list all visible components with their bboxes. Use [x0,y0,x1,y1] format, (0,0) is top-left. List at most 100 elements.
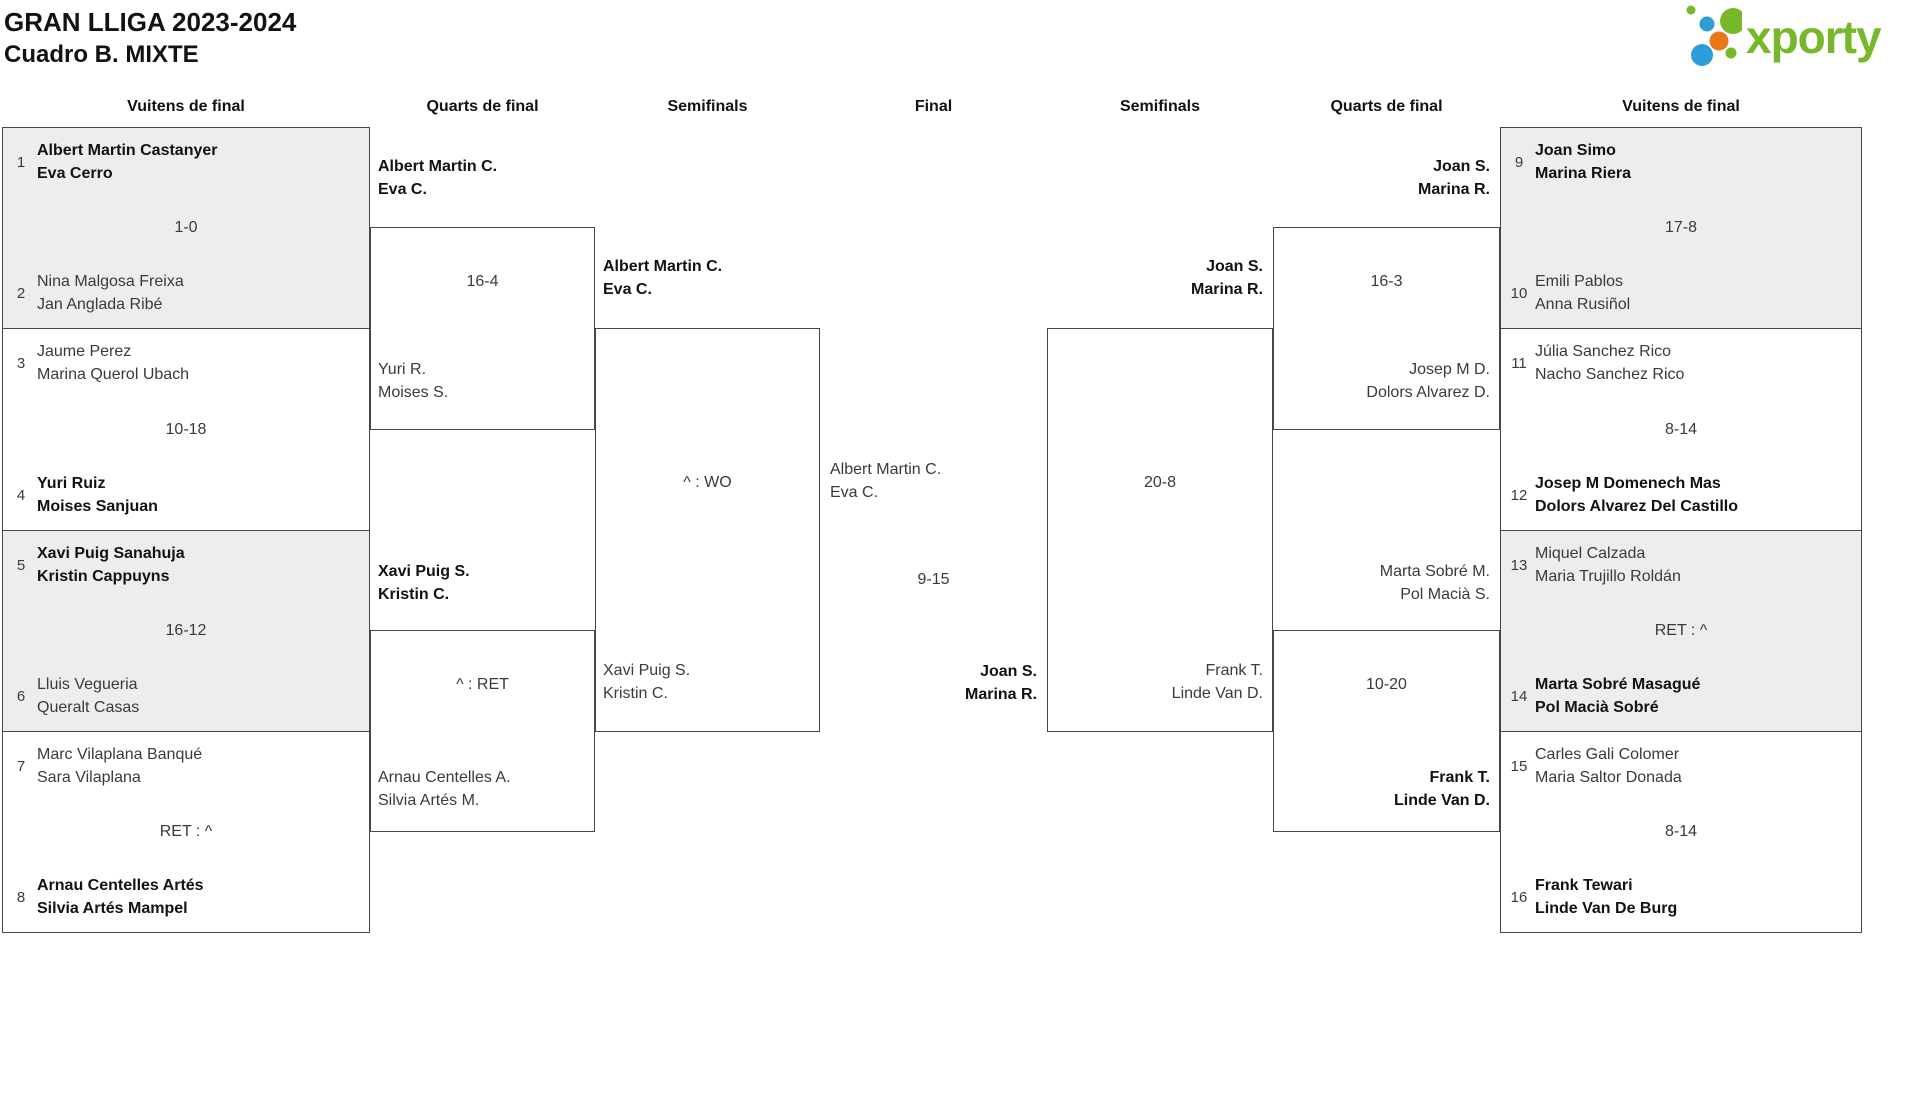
player-name: Marta Sobré Masagué [1535,676,1701,693]
logo-dots-icon [1686,5,1742,66]
qf-left-slot1-team: Albert Martin C. Eva C. [378,155,497,201]
player-name: Eva Cerro [37,165,113,182]
match-score: 8-14 [1664,420,1698,438]
bracket-subtitle: Cuadro B. MIXTE [4,41,199,68]
match-score: 8-14 [1664,823,1698,840]
player-name: Arnau Centelles A. [378,769,511,786]
round-label-left-r16: Vuitens de final [127,98,245,115]
team-slot-bottom: 14 Marta Sobré Masagué Pol Macià Sobré [1509,673,1701,719]
team-names: Yuri Ruiz Moises Sanjuan [37,472,158,518]
player-name: Kristin C. [378,586,450,603]
player-name: Silvia Artés M. [378,792,480,809]
player-name: Albert Martin Castanyer [37,142,218,159]
qf-right-slot1-team: Joan S. Marina R. [1273,155,1490,201]
sf-right-slot2-team: Frank T. Linde Van D. [1047,659,1263,705]
qf-left-match-box-1 [370,227,595,430]
team-slot-top: 13 Miquel Calzada Maria Trujillo Roldán [1509,542,1681,588]
player-name: Dolors Alvarez Del Castillo [1535,498,1739,515]
player-name: Dolors Alvarez D. [1366,384,1490,401]
team-slot-top: 9 Joan Simo Marina Riera [1509,139,1631,185]
player-name: Yuri R. [378,361,427,378]
team-names: Nina Malgosa Freixa Jan Anglada Ribé [37,270,184,316]
player-name: Marina Riera [1535,165,1632,182]
player-name: Queralt Casas [37,699,140,716]
qf-right-match-box-2 [1273,630,1500,832]
team-names: Albert Martin Castanyer Eva Cerro [37,139,218,185]
final-slot2-team: Joan S. Marina R. [820,660,1037,706]
seed-number: 16 [1510,888,1528,906]
sf-right-match-box [1047,328,1273,732]
player-name: Marina R. [1417,181,1490,198]
sf-left-slot2-team: Xavi Puig S. Kristin C. [603,659,690,705]
player-name: Albert Martin C. [603,258,723,275]
r16-left-match-3: 5 Xavi Puig Sanahuja Kristin Cappuyns 16… [2,530,370,732]
player-name: Xavi Puig S. [378,563,470,580]
seed-number: 13 [1510,556,1528,574]
r16-left-match-2: 3 Jaume Perez Marina Querol Ubach 10-18 … [2,328,370,531]
player-name: Albert Martin C. [378,158,498,175]
round-label-right-qf: Quarts de final [1330,98,1443,115]
qf-right-slot2-team: Josep M D. Dolors Alvarez D. [1273,358,1490,404]
match-score: 16-12 [165,622,207,639]
player-name: Júlia Sanchez Rico [1535,343,1672,360]
qf-left-match-box-2 [370,630,595,832]
player-name: Josep M Domenech Mas [1535,475,1721,492]
team-names: Jaume Perez Marina Querol Ubach [37,340,189,386]
seed-number: 11 [1511,354,1527,372]
team-names: Emili Pablos Anna Rusiñol [1535,270,1630,316]
player-name: Joan S. [1433,158,1490,175]
player-name: Joan Simo [1535,142,1616,159]
r16-right-match-1: 9 Joan Simo Marina Riera 17-8 10 Emili P… [1500,127,1862,329]
team-names: Lluis Vegueria Queralt Casas [37,673,139,719]
team-slot-top: 7 Marc Vilaplana Banqué Sara Vilaplana [11,743,202,789]
seed-number: 4 [16,486,26,504]
player-name: Pol Macià Sobré [1535,699,1659,716]
team-slot-bottom: 4 Yuri Ruiz Moises Sanjuan [11,472,158,518]
team-slot-top: 11 Júlia Sanchez Rico Nacho Sanchez Rico [1509,340,1684,386]
player-name: Xavi Puig S. [603,662,691,679]
match-score: 1-0 [174,219,198,236]
player-name: Xavi Puig Sanahuja [37,545,185,562]
player-name: Linde Van D. [1171,685,1263,702]
player-name: Lluis Vegueria [37,676,138,693]
seed-number: 10 [1510,284,1528,302]
player-name: Josep M D. [1409,361,1490,378]
player-name: Anna Rusiñol [1535,296,1631,313]
team-names: Miquel Calzada Maria Trujillo Roldán [1535,542,1681,588]
qf-right-slot4-team: Frank T. Linde Van D. [1273,766,1490,812]
seed-number: 7 [16,757,26,775]
team-names: Júlia Sanchez Rico Nacho Sanchez Rico [1535,340,1684,386]
qf-left-slot4-team: Arnau Centelles A. Silvia Artés M. [378,766,511,812]
qf-right-match-box-1 [1273,227,1500,430]
player-name: Frank T. [1429,769,1490,786]
player-name: Eva C. [378,181,427,198]
team-names: Arnau Centelles Artés Silvia Artés Mampe… [37,874,204,920]
player-name: Silvia Artés Mampel [37,900,188,917]
player-name: Moises Sanjuan [37,498,158,515]
player-name: Arnau Centelles Artés [37,877,204,894]
round-label-right-sf: Semifinals [1119,98,1201,115]
r16-left-match-4: 7 Marc Vilaplana Banqué Sara Vilaplana R… [2,731,370,933]
r16-right-match-2: 11 Júlia Sanchez Rico Nacho Sanchez Rico… [1500,328,1862,531]
team-slot-bottom: 16 Frank Tewari Linde Van De Burg [1509,874,1678,920]
team-slot-bottom: 6 Lluis Vegueria Queralt Casas [11,673,139,719]
match-score: ^ : RET [456,676,509,693]
team-names: Josep M Domenech Mas Dolors Alvarez Del … [1535,472,1738,518]
seed-number: 1 [16,153,26,171]
team-names: Frank Tewari Linde Van De Burg [1535,874,1677,920]
seed-number: 3 [16,354,26,372]
player-name: Linde Van D. [1393,792,1490,809]
match-score: 16-3 [1370,273,1403,290]
player-name: Joan S. [980,663,1037,680]
match-score: RET : ^ [1654,622,1708,639]
sf-left-slot1-team: Albert Martin C. Eva C. [603,255,722,301]
seed-number: 15 [1510,757,1528,775]
player-name: Pol Macià S. [1400,586,1490,603]
player-name: Miquel Calzada [1535,545,1646,562]
team-slot-bottom: 10 Emili Pablos Anna Rusiñol [1509,270,1631,316]
team-slot-bottom: 8 Arnau Centelles Artés Silvia Artés Mam… [11,874,204,920]
tournament-title: GRAN LLIGA 2023-2024 [4,7,297,37]
player-name: Marina Querol Ubach [37,366,190,383]
seed-number: 2 [16,284,26,302]
